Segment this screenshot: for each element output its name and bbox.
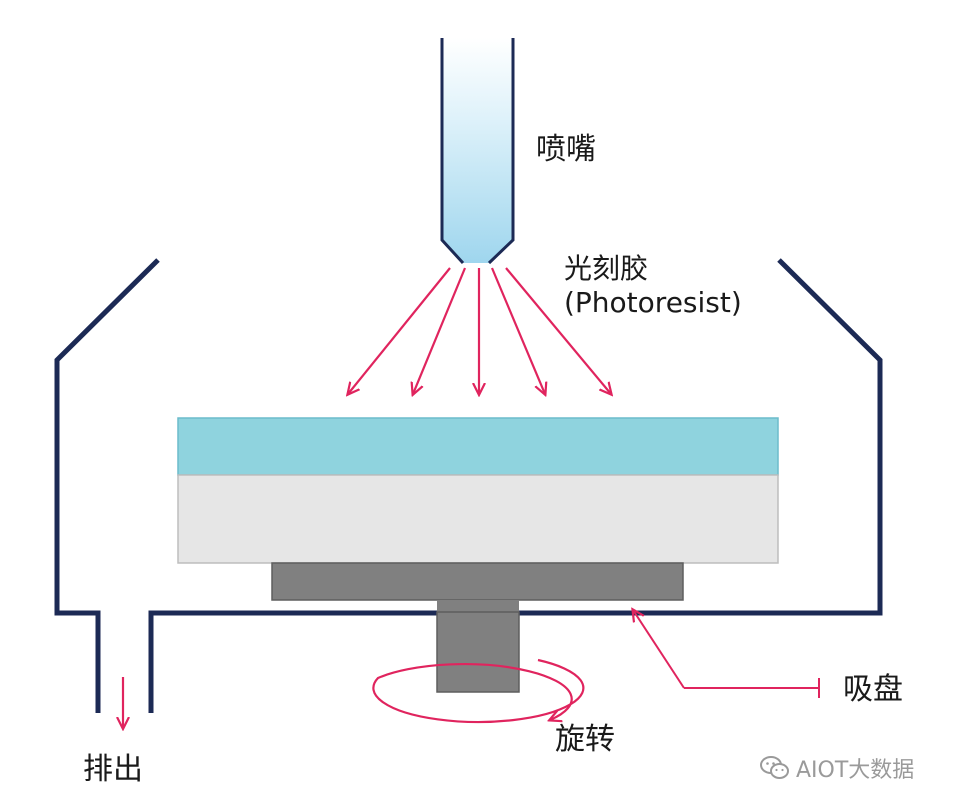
nozzle-left-wall [440,38,465,265]
spray-arrow-1 [348,267,451,394]
spray-arrows [348,267,611,394]
rotation-ellipse [372,658,585,724]
spray-arrow-2 [413,267,467,394]
rotation-label: 旋转 [555,722,615,757]
nozzle-right-wall [487,38,515,265]
chuck-neck [437,600,519,612]
photoresist-layer [177,417,779,476]
spray-arrow-4 [490,267,545,394]
exhaust-label: 排出 [83,752,143,787]
vacuum-chuck [271,562,684,693]
callout-diagonal [633,610,685,689]
rotation-arrow [372,658,585,724]
chuck-shaft [436,611,520,693]
wechat-icon [760,756,789,779]
photoresist-label-en: (Photoresist) [564,285,742,319]
chamber-left-wall [54,258,160,713]
chuck-plate [271,562,684,601]
nozzle [440,38,515,265]
spray-arrow-5 [505,267,611,394]
nozzle-body [442,38,513,263]
photoresist-label: 光刻胶 (Photoresist) [564,252,742,319]
chuck-label: 吸盘 [843,672,903,707]
wafer [177,474,779,564]
wafer-stack [177,417,779,564]
chuck-callout [633,610,820,698]
photoresist-label-cn: 光刻胶 [564,252,649,285]
spin-chamber [54,258,883,713]
nozzle-label: 喷嘴 [536,132,596,167]
watermark-text: AIOT大数据 [796,758,915,783]
watermark: AIOT大数据 [760,752,914,784]
chamber-right-wall [148,258,883,713]
